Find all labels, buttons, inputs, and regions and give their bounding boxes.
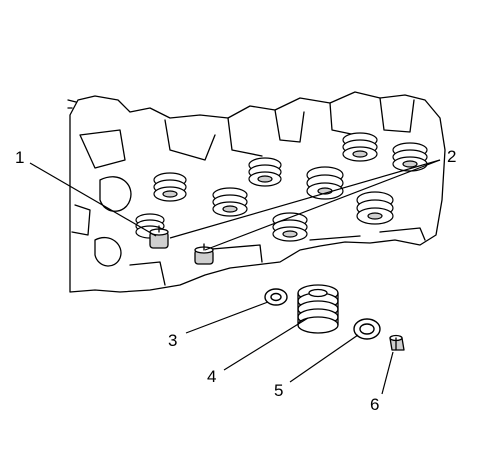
retainer-part [353, 318, 381, 340]
valve-stem-1 [149, 225, 169, 249]
installed-valve-springs [135, 132, 428, 242]
leader-4 [223, 317, 309, 371]
callout-5: 5 [274, 381, 283, 400]
callout-3: 3 [168, 331, 177, 350]
callout-4: 4 [207, 367, 216, 386]
leader-2b [169, 159, 441, 239]
installed-spring-e [342, 132, 378, 162]
leader-6 [381, 351, 394, 395]
valve-stem-2 [194, 243, 214, 265]
installed-spring-d [306, 166, 344, 200]
installed-spring-g [356, 191, 394, 225]
leader-5 [289, 334, 359, 383]
callout-1: 1 [15, 148, 24, 167]
keeper-part [389, 334, 405, 351]
installed-spring-b [212, 187, 248, 217]
installed-spring-a [153, 172, 187, 202]
coil-spring-part [297, 284, 339, 334]
washer-part [264, 288, 288, 306]
leader-lines [29, 159, 441, 395]
callout-6: 6 [370, 395, 379, 414]
leader-1 [29, 162, 157, 237]
callout-2: 2 [447, 147, 456, 166]
cylinder-head-body [67, 91, 446, 293]
installed-spring-c [248, 157, 282, 187]
installed-spring-h [272, 212, 308, 242]
leader-2a [204, 159, 441, 251]
leader-3 [185, 301, 269, 334]
